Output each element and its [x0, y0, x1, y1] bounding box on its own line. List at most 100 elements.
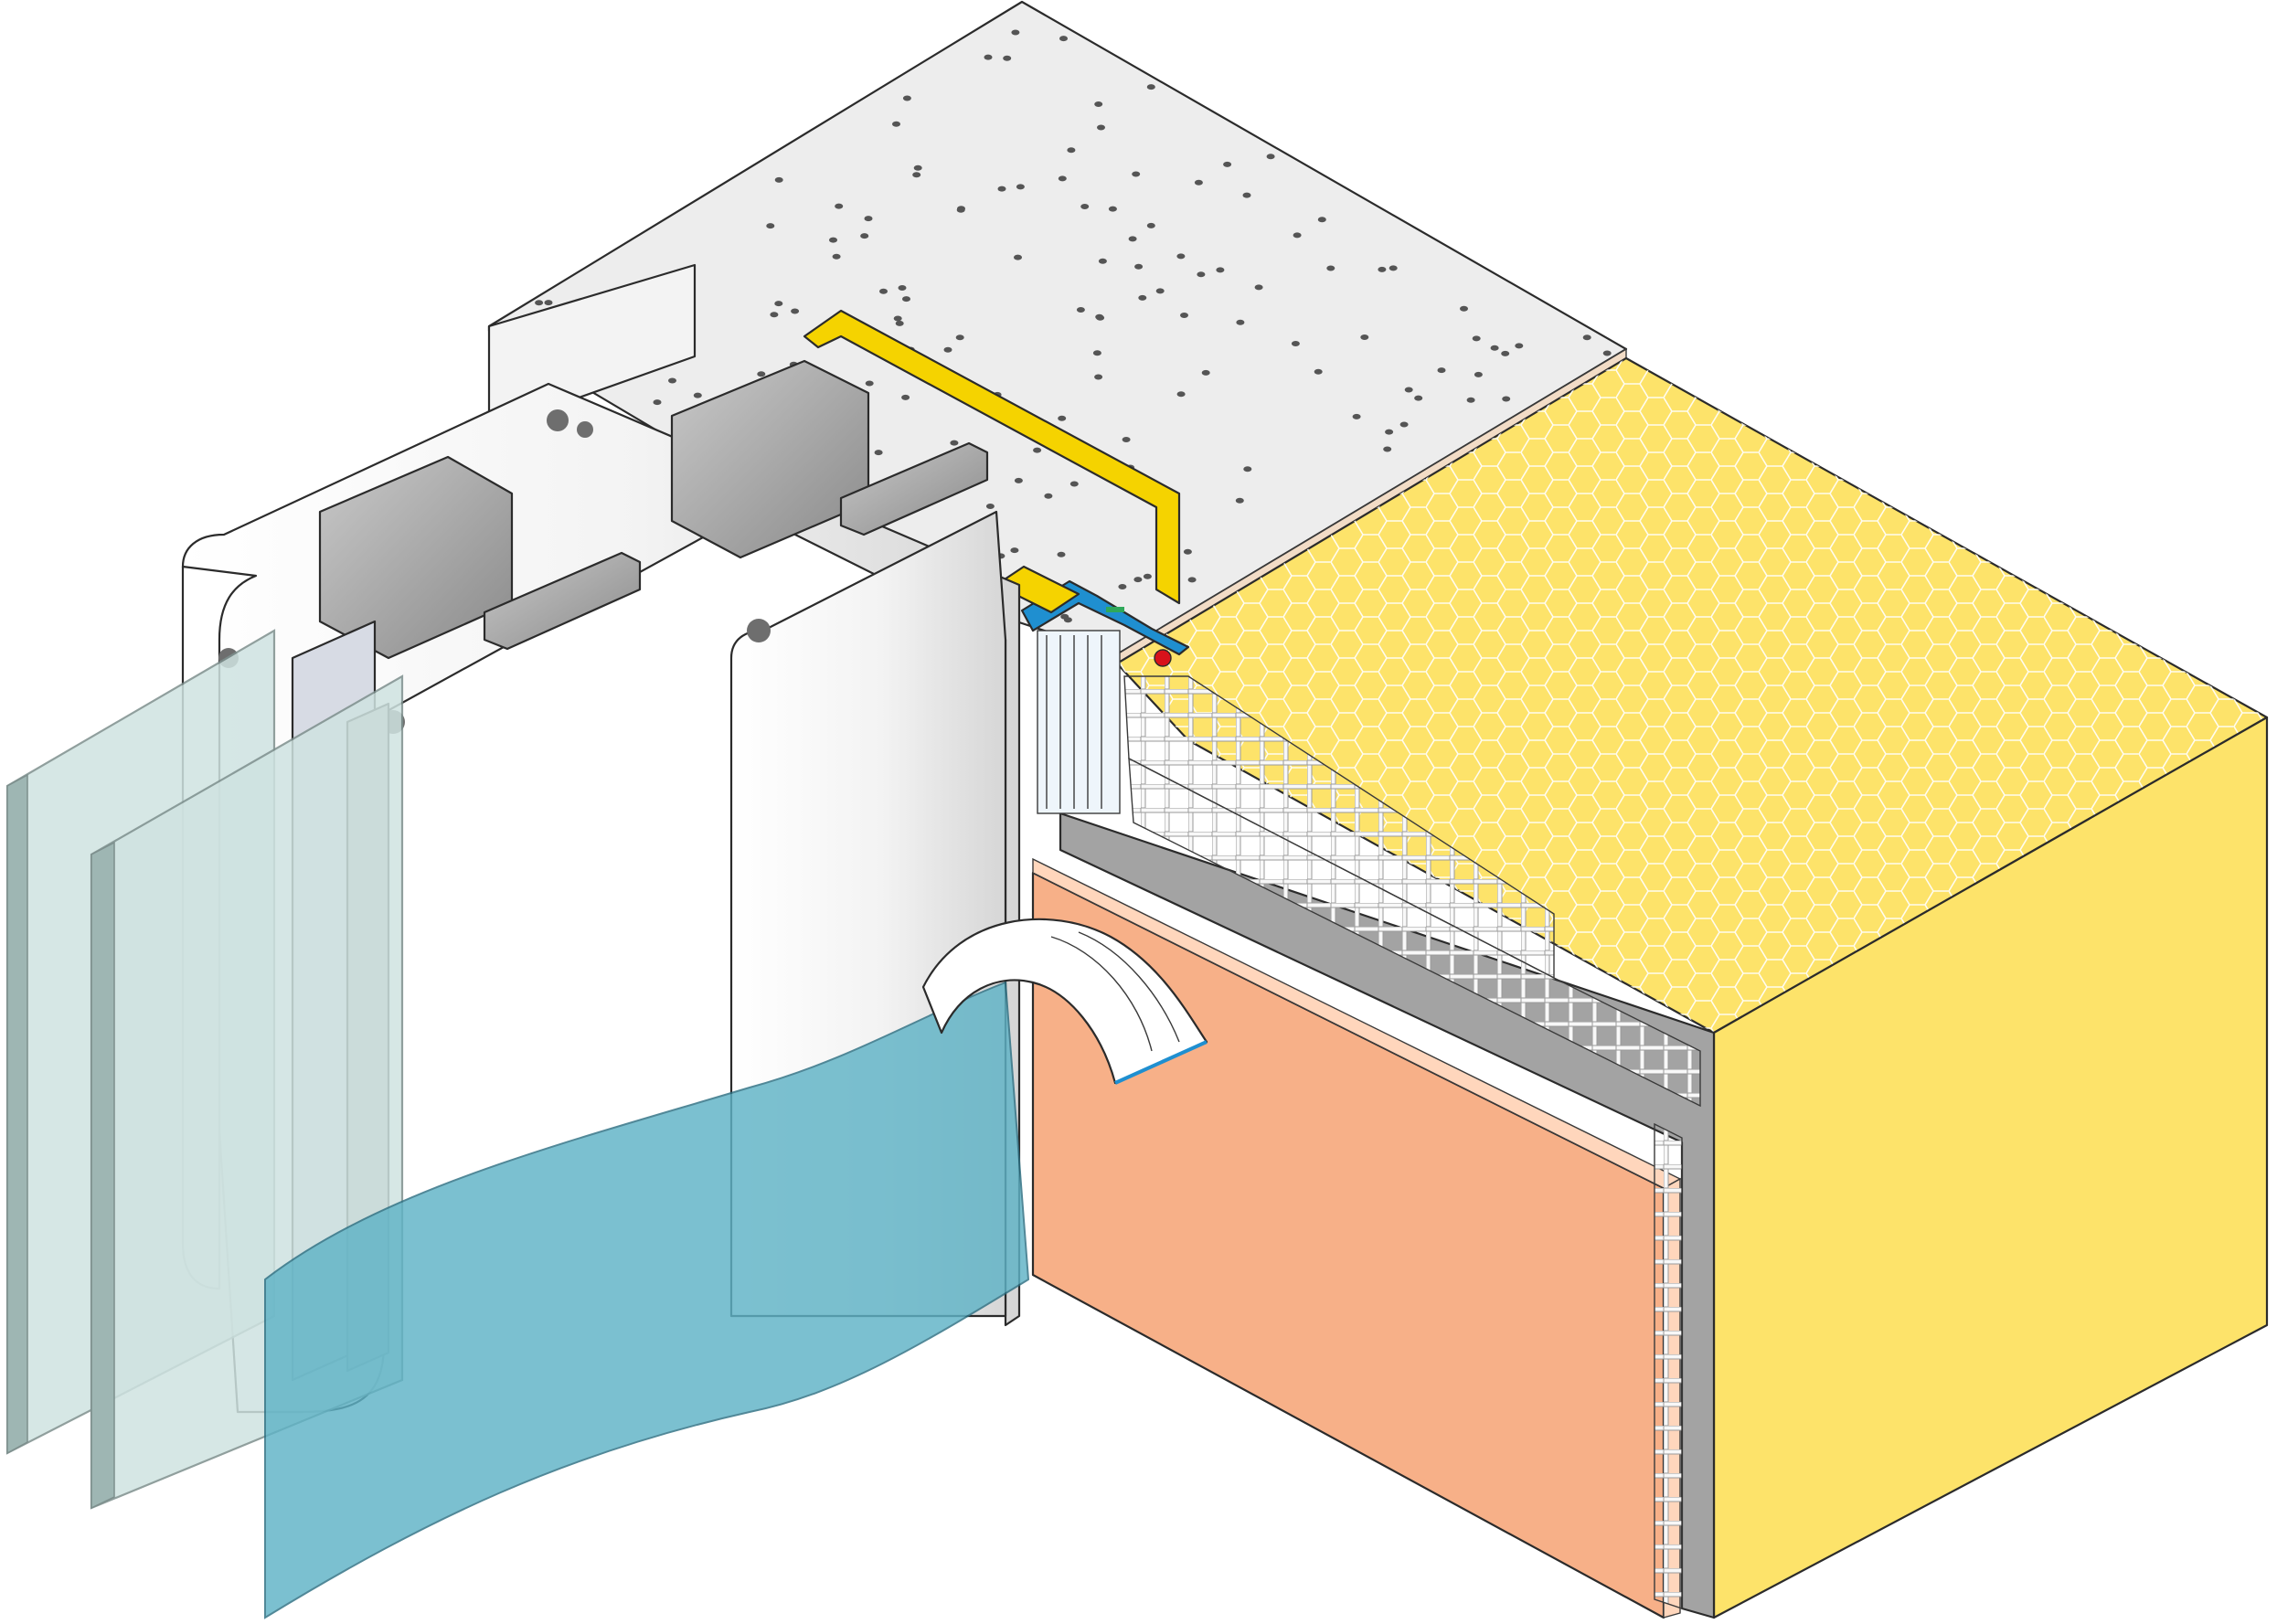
perforation-dot	[902, 95, 911, 101]
perforation-dot	[1352, 413, 1361, 419]
perforation-dot	[1474, 371, 1483, 377]
perforation-dot	[835, 203, 844, 209]
perforation-dot	[1176, 253, 1186, 260]
perforation-dot	[997, 186, 1006, 192]
perforation-dot	[902, 296, 910, 303]
perforation-dot	[1317, 217, 1326, 223]
perforation-dot	[1118, 584, 1127, 589]
perforation-dot	[1399, 421, 1409, 428]
perforation-dot	[1216, 267, 1225, 273]
perforation-dot	[1360, 334, 1369, 340]
steel-reinforcement-4	[483, 551, 642, 651]
perforation-dot	[1242, 192, 1251, 198]
perforation-dot	[770, 312, 779, 318]
perforation-dot	[774, 176, 783, 183]
perforation-dot	[1266, 154, 1275, 160]
perforation-dot	[912, 172, 921, 178]
perforation-dot	[1490, 345, 1499, 351]
perforation-dot	[832, 253, 841, 260]
perforation-dot	[1092, 350, 1101, 356]
perforation-dot	[1602, 350, 1612, 356]
perforation-dot	[1466, 397, 1475, 403]
perforation-dot	[1194, 179, 1203, 186]
glazing	[5, 629, 404, 1510]
perforation-dot	[1383, 446, 1392, 452]
perforation-dot	[1003, 55, 1012, 61]
perforation-dot	[1404, 387, 1413, 393]
perforation-dot	[1501, 350, 1510, 356]
perforation-dot	[1058, 175, 1067, 182]
perforation-dot	[1059, 36, 1068, 42]
perforation-dot	[893, 315, 902, 322]
perforation-dot	[1378, 266, 1387, 272]
perforation-dot	[1293, 232, 1302, 239]
perforation-dot	[1122, 437, 1131, 442]
perforation-dot	[1080, 204, 1090, 209]
perforation-dot	[1128, 236, 1137, 242]
perforation-dot	[757, 371, 766, 377]
profile-fins	[1046, 635, 1102, 809]
perforation-dot	[1016, 184, 1025, 190]
perforation-dot	[1236, 319, 1245, 325]
perforation-dot	[1437, 367, 1446, 374]
perforation-dot	[693, 392, 702, 398]
perforation-dot	[829, 237, 837, 243]
perforation-dot	[865, 380, 874, 387]
perforation-dot	[1098, 258, 1107, 264]
ceiling-dots	[500, 29, 1612, 623]
perforation-dot	[1223, 161, 1232, 167]
perforation-dot	[957, 206, 965, 212]
perforation-dot	[766, 223, 775, 229]
perforation-dot	[1414, 395, 1423, 401]
perforation-dot	[864, 216, 873, 222]
perforation-dot	[1389, 265, 1398, 271]
perforation-dot	[1515, 343, 1524, 349]
perforation-dot	[913, 165, 922, 171]
perforation-dot	[1067, 147, 1076, 154]
perforation-dot	[1097, 124, 1105, 131]
perforation-dot	[955, 334, 964, 341]
green-seal	[1106, 607, 1124, 612]
perforation-dot	[774, 301, 783, 307]
perforation-dot	[668, 377, 676, 384]
perforation-dot	[1033, 447, 1042, 453]
airtight-foil	[264, 981, 1030, 1619]
perforation-dot	[1385, 429, 1394, 435]
perforation-dot	[1235, 497, 1244, 504]
perforation-dot	[1014, 254, 1022, 260]
perforation-dot	[1155, 288, 1165, 294]
perforation-dot	[1201, 369, 1210, 376]
perforation-dot	[950, 440, 959, 446]
perforation-dot	[1069, 481, 1079, 487]
perforation-dot	[1460, 305, 1468, 312]
perforation-dot	[860, 233, 869, 239]
perforation-dot	[1010, 547, 1019, 554]
perforation-dot	[1134, 263, 1144, 270]
red-seal	[1154, 649, 1172, 667]
perforation-dot	[1326, 265, 1335, 271]
perforation-dot	[1057, 551, 1066, 557]
perforation-dot	[1095, 313, 1104, 320]
perforation-dot	[1014, 477, 1023, 483]
steel-reinforcement-3	[839, 441, 989, 536]
perforation-dot	[1108, 206, 1117, 212]
rolled-tape	[921, 918, 1208, 1085]
perforation-dot	[1183, 548, 1192, 555]
perforation-dot	[1076, 307, 1085, 313]
perforation-dot	[1197, 271, 1206, 278]
perforation-dot	[1254, 284, 1263, 291]
perforation-dot	[1314, 368, 1323, 375]
perforation-dot	[898, 285, 907, 291]
perforation-dot	[1176, 391, 1186, 398]
perforation-dot	[895, 320, 904, 326]
perforation-dot	[1132, 171, 1141, 177]
perforation-dot	[1094, 374, 1103, 380]
perforation-dot	[943, 346, 952, 353]
perforation-dot	[1180, 313, 1188, 318]
yellow-membrane	[803, 309, 1181, 614]
perforation-dot	[984, 54, 993, 60]
perforation-dot	[985, 504, 995, 509]
perforation-dot	[879, 288, 888, 294]
